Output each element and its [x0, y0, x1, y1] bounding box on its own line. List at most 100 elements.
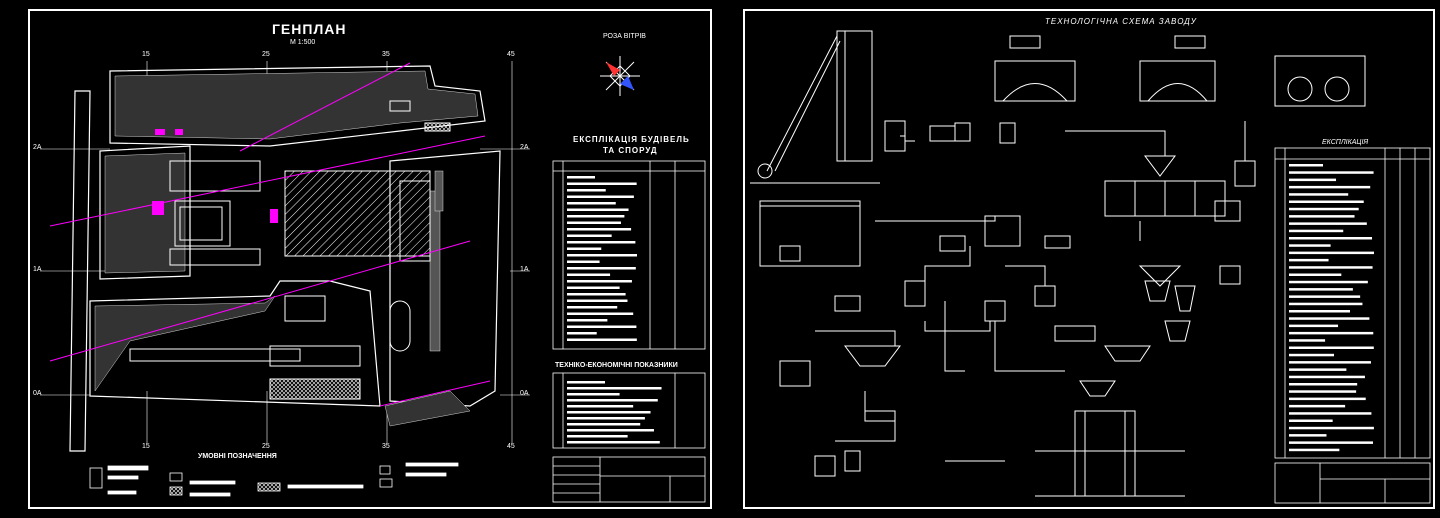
table-row-stroke — [1289, 346, 1374, 349]
table-row-stroke — [567, 319, 608, 322]
table-row-stroke — [1289, 193, 1349, 196]
scheme-title: ТЕХНОЛОГІЧНА СХЕМА ЗАВОДУ — [1045, 17, 1197, 26]
legend-symbols — [89, 462, 459, 497]
table-row-stroke — [567, 411, 651, 414]
indicators-table — [552, 372, 706, 449]
table-row-stroke — [1289, 404, 1346, 408]
explication-title-1: ЕКСПЛІКАЦІЯ БУДІВЕЛЬ — [573, 135, 690, 144]
table-row-stroke — [567, 405, 634, 408]
table-row-stroke — [567, 381, 605, 384]
table-row-stroke — [1289, 200, 1364, 203]
table-row-stroke — [1289, 178, 1337, 182]
site-outline — [69, 65, 501, 452]
scheme-explication-table — [1274, 147, 1431, 459]
indicators-title: ТЕХНІКО-ЕКОНОМІЧНІ ПОКАЗНИКИ — [555, 362, 678, 369]
table-row-stroke — [1289, 397, 1366, 401]
table-row-stroke — [567, 221, 621, 224]
vegetation-zones — [94, 70, 479, 427]
table-row-stroke — [567, 312, 634, 315]
table-row-stroke — [1289, 310, 1350, 313]
table-row-stroke — [1289, 244, 1331, 247]
table-row-stroke — [1289, 215, 1355, 218]
table-row-stroke — [1289, 412, 1372, 415]
table-row-stroke — [1289, 317, 1370, 320]
table-row-stroke — [1289, 222, 1367, 225]
table-row-stroke — [567, 202, 616, 205]
table-row-stroke — [1289, 426, 1374, 430]
title-block — [552, 456, 706, 503]
plan-title: ГЕНПЛАН — [272, 21, 347, 37]
grid-left-1a: 1А — [33, 266, 42, 273]
table-row-stroke — [567, 387, 662, 390]
legend-title: УМОВНІ ПОЗНАЧЕННЯ — [198, 453, 277, 460]
table-row-stroke — [1289, 331, 1374, 335]
plan-scale: М 1:500 — [290, 39, 316, 46]
table-row-stroke — [567, 189, 606, 192]
grid-bottom-15: 15 — [142, 443, 150, 450]
table-row-stroke — [567, 306, 618, 309]
table-row-stroke — [567, 286, 620, 289]
grid-bottom-25: 25 — [262, 443, 270, 450]
table-row-stroke — [567, 208, 629, 211]
table-row-stroke — [567, 399, 658, 402]
table-row-stroke — [1289, 361, 1371, 364]
table-row-stroke — [1289, 375, 1365, 379]
process-scheme-sheet: ТЕХНОЛОГІЧНА СХЕМА ЗАВОДУ ЕКСПЛІКАЦІЯ — [743, 9, 1435, 509]
table-row-stroke — [1289, 339, 1326, 342]
table-row-stroke — [1289, 368, 1347, 371]
table-row-stroke — [1289, 258, 1329, 262]
table-row-stroke — [1289, 164, 1323, 167]
table-row-stroke — [1289, 185, 1371, 189]
table-row-stroke — [1289, 441, 1374, 444]
table-row-stroke — [567, 247, 602, 250]
table-row-stroke — [1289, 419, 1333, 422]
table-row-stroke — [1289, 353, 1335, 357]
table-row-stroke — [567, 338, 637, 341]
table-row-stroke — [567, 429, 654, 432]
table-row-stroke — [567, 267, 636, 270]
table-row-stroke — [567, 273, 611, 276]
table-row-stroke — [1289, 251, 1374, 255]
table-row-stroke — [567, 299, 628, 302]
wind-rose-label: РОЗА ВІТРІВ — [603, 33, 646, 40]
table-row-stroke — [567, 325, 637, 328]
table-row-stroke — [1289, 434, 1327, 437]
scheme-title-block — [1274, 462, 1431, 504]
scheme-explication-title: ЕКСПЛІКАЦІЯ — [1322, 139, 1369, 146]
table-row-stroke — [1289, 295, 1361, 298]
explication-table — [552, 160, 706, 350]
grid-left-0a: 0А — [33, 390, 42, 397]
table-row-stroke — [1289, 302, 1363, 306]
grid-bottom-45: 45 — [507, 443, 515, 450]
grid-top-25: 25 — [262, 51, 270, 58]
explication-title-2: ТА СПОРУД — [603, 146, 658, 155]
table-row-stroke — [567, 228, 632, 231]
table-row-stroke — [567, 332, 597, 335]
table-row-stroke — [1289, 266, 1373, 269]
table-row-stroke — [1289, 448, 1340, 452]
grid-right-0a: 0А — [520, 390, 529, 397]
process-scheme-drawing — [750, 30, 1431, 504]
table-row-stroke — [1289, 273, 1342, 276]
table-row-stroke — [567, 423, 641, 426]
table-row-stroke — [1289, 288, 1353, 291]
table-row-stroke — [1289, 324, 1339, 328]
table-row-stroke — [567, 215, 625, 218]
grid-left-2a: 2А — [33, 144, 42, 151]
utility-nodes — [152, 129, 278, 223]
table-row-stroke — [1289, 237, 1373, 240]
table-row-stroke — [567, 417, 645, 420]
table-row-stroke — [1289, 280, 1368, 284]
table-row-stroke — [1289, 383, 1358, 386]
table-row-stroke — [567, 441, 660, 444]
table-row-stroke — [567, 393, 620, 396]
table-row-stroke — [567, 293, 626, 296]
general-plan-drawing — [40, 56, 706, 503]
table-row-stroke — [567, 182, 637, 185]
table-row-stroke — [567, 195, 634, 198]
plan-buildings — [129, 100, 451, 400]
table-row-stroke — [567, 280, 632, 283]
table-row-stroke — [1289, 207, 1359, 211]
grid-top-45: 45 — [507, 51, 515, 58]
general-plan-sheet: ГЕНПЛАН М 1:500 РОЗА ВІТРІВ 15 25 35 45 … — [28, 9, 712, 509]
